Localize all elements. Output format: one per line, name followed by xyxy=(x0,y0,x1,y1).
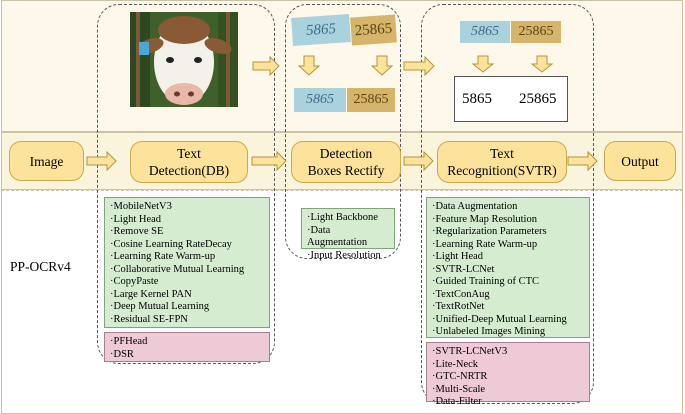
strategy-item: ·CopyPaste xyxy=(110,276,159,287)
new-strategy-item: ·Lite-Neck xyxy=(432,358,479,370)
text-detection-node: Text Detection(DB) xyxy=(130,141,248,183)
strategy-item: ·Learning Rate Warm-up xyxy=(110,251,216,262)
strategy-item: ·MobileNetV3 xyxy=(110,201,172,212)
section-label: PP-OCRv4 xyxy=(10,259,71,274)
strategy-item: ·Guided Training of CTC xyxy=(432,276,540,287)
strategy-item: ·Collaborative Mutual Learning xyxy=(110,263,245,275)
strategy-item: ·Deep Mutual Learning xyxy=(110,301,210,312)
strategy-item: ·Unlabeled Images Mining xyxy=(432,326,546,337)
result-text-b: 25865 xyxy=(519,91,557,107)
strategy-item: ·TextConAug xyxy=(432,288,490,300)
strategy-item: ·Light Head xyxy=(432,251,484,262)
strategy-item: ·Remove SE xyxy=(110,226,164,237)
recognition-strategy-list: ·Data Augmentation ·Feature Map Resoluti… xyxy=(426,197,590,338)
strategy-item: ·Unified-Deep Mutual Learning xyxy=(432,313,567,325)
image-node: Image xyxy=(9,141,84,181)
strategy-item: ·SVTR-LCNet xyxy=(432,263,495,275)
new-strategy-item: ·GTC-NRTR xyxy=(432,371,488,382)
strategy-item: ·Input Resolution xyxy=(307,249,381,261)
strategy-item: ·Regularization Parameters xyxy=(432,226,547,237)
strategy-item: ·Light Head xyxy=(110,213,162,225)
rectify-strategy-list: ·Light Backbone ·Data Augmentation ·Inpu… xyxy=(301,208,395,261)
crop-image-recog-a: 5865 xyxy=(460,21,510,43)
new-strategy-item: ·SVTR-LCNetV3 xyxy=(432,346,508,357)
strategy-item: ·Residual SE-FPN xyxy=(110,313,188,325)
crop-image-top-b: 25865 xyxy=(350,14,397,46)
strategy-item: ·Data Augmentation xyxy=(307,224,368,249)
result-text-a: 5865 xyxy=(462,91,492,107)
strategy-item: ·Data Augmentation xyxy=(432,201,518,212)
strategy-item: ·Large Kernel PAN xyxy=(110,288,192,300)
new-strategy-item: ·Data-Filter xyxy=(432,396,482,407)
output-node: Output xyxy=(604,141,676,181)
result-box xyxy=(454,76,568,122)
strategy-item: ·Cosine Learning RateDecay xyxy=(110,238,232,250)
recognition-group-outline xyxy=(421,4,594,404)
strategy-item: ·TextRotNet xyxy=(432,301,485,312)
detection-strategy-list: ·MobileNetV3 ·Light Head ·Remove SE ·Cos… xyxy=(104,197,270,328)
recognition-new-list: ·SVTR-LCNetV3 ·Lite-Neck ·GTC-NRTR ·Mult… xyxy=(426,342,590,407)
crop-image-top-a: 5865 xyxy=(291,14,351,46)
crop-image-rect-a: 5865 xyxy=(294,88,346,112)
text-recognition-node: Text Recognition(SVTR) xyxy=(437,141,567,183)
strategy-item: ·Feature Map Resolution xyxy=(432,213,537,225)
strategy-item: ·Learning Rate Warm-up xyxy=(432,238,538,250)
detection-new-list: ·PFHead ·DSR xyxy=(104,332,270,362)
detection-group-outline xyxy=(97,4,275,364)
strategy-item: ·Light Backbone xyxy=(307,212,378,223)
rectify-node: Detection Boxes Rectify xyxy=(291,141,401,183)
crop-image-recog-b: 25865 xyxy=(511,21,561,43)
new-strategy-item: ·PFHead xyxy=(110,336,148,347)
rectify-group-outline xyxy=(285,4,401,259)
new-strategy-item: ·Multi-Scale xyxy=(432,383,486,395)
new-strategy-item: ·DSR xyxy=(110,348,134,360)
crop-image-rect-b: 25865 xyxy=(347,88,395,112)
